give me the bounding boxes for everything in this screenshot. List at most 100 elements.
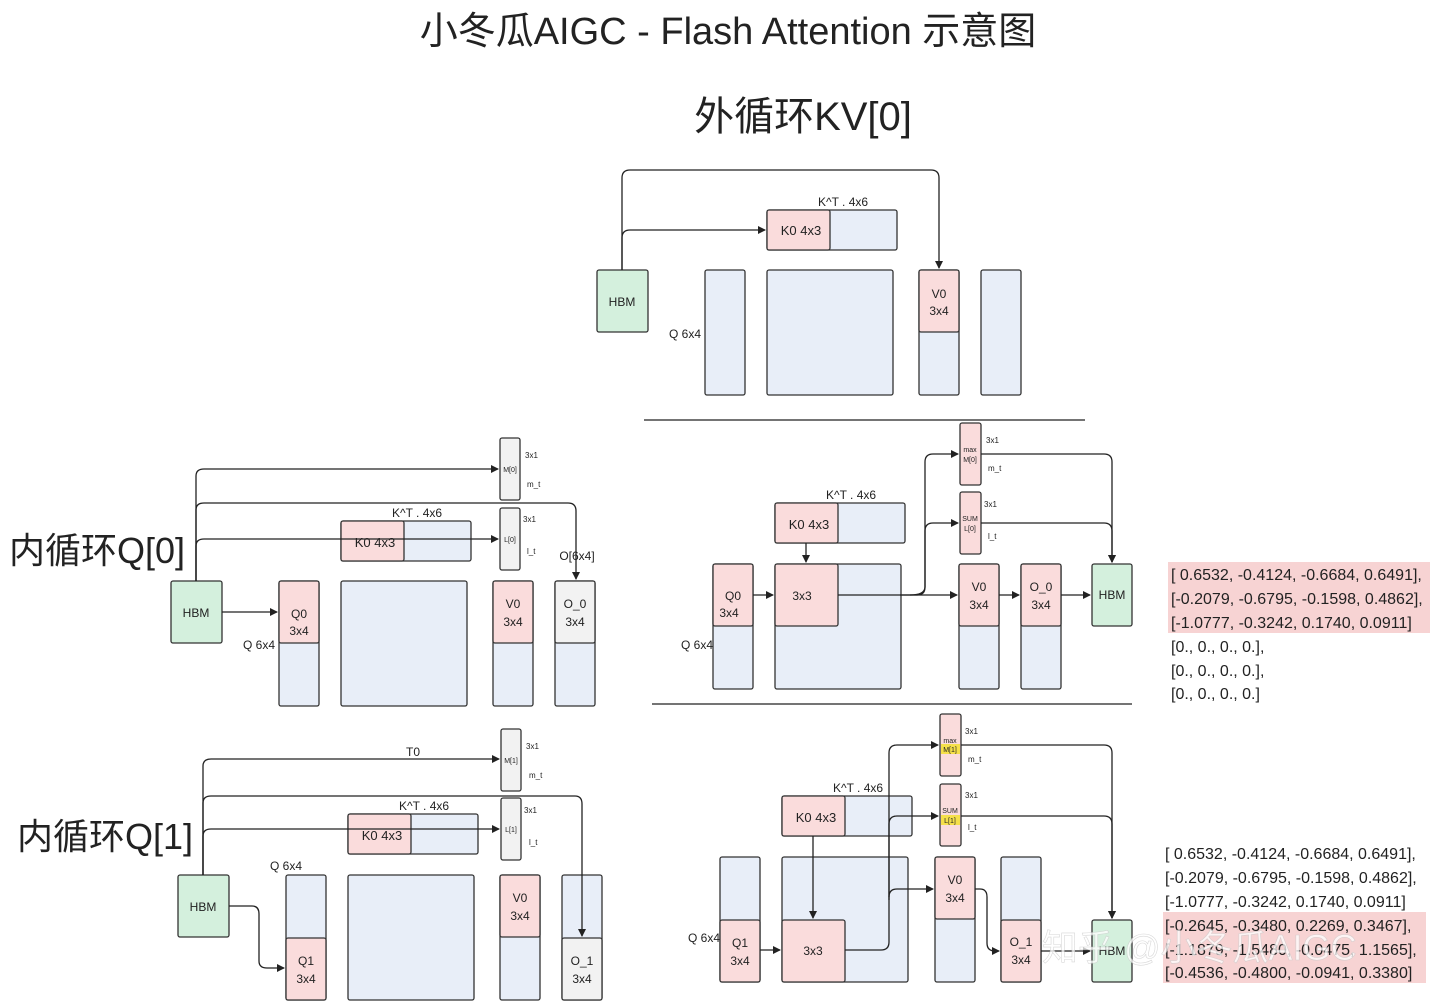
arrow-score-to-sum: [910, 523, 958, 595]
matrix-row: [0., 0., 0., 0.],: [1171, 639, 1264, 656]
k0-tile-label: K0 4x3: [789, 517, 829, 532]
v0-tile: [919, 270, 959, 332]
heading-inner-q1: 内循环Q[1]: [17, 816, 193, 857]
t0-label: T0: [406, 745, 420, 759]
v0-label: V0: [506, 597, 521, 611]
o-0-tile: [1021, 564, 1061, 626]
v0-label: V0: [932, 287, 947, 301]
m1-label: M[1]: [943, 747, 957, 754]
m-t-label: m_t: [529, 771, 543, 780]
o-1-size: 3x4: [1011, 953, 1031, 967]
arrow-v0-to-o1: [975, 889, 999, 951]
l1-size: 3x1: [965, 791, 978, 800]
q1-size: 3x4: [730, 954, 750, 968]
l0-label: L[0]: [964, 526, 976, 533]
m1-label: M[1]: [504, 758, 518, 765]
sum-label: SUM: [942, 808, 958, 815]
q0-label: Q0: [725, 589, 741, 603]
v0-size: 3x4: [510, 909, 530, 923]
m1-size: 3x1: [526, 742, 539, 751]
l0-label: L[0]: [504, 537, 516, 544]
v0-tile: [500, 875, 540, 937]
score-matrix: [767, 270, 893, 395]
l-t-label: l_t: [988, 532, 997, 541]
matrix-row: [-0.2079, -0.6795, -0.1598, 0.4862],: [1171, 591, 1423, 608]
heading-inner-q0: 内循环Q[0]: [9, 530, 185, 571]
o-1-label: O_1: [571, 954, 594, 968]
v0-size: 3x4: [929, 304, 949, 318]
o-0-label: O_0: [564, 597, 587, 611]
v0-tile: [959, 564, 999, 626]
v0-label: V0: [972, 580, 987, 594]
sum-l0-stat: [960, 492, 981, 554]
v0-size: 3x4: [945, 891, 965, 905]
q0-size: 3x4: [289, 624, 309, 638]
o-0-size: 3x4: [565, 615, 585, 629]
max-m0-stat: [960, 423, 981, 485]
inner-q0-compute-section: Q 6x4 Q0 3x4 3x3 K^T . 4x6 K0 4x3 V0 3x4…: [681, 423, 1132, 689]
o-0-label: O_0: [1030, 580, 1053, 594]
q-block: [705, 270, 745, 395]
q0-size: 3x4: [719, 606, 739, 620]
m-t-label: m_t: [988, 464, 1002, 473]
k0-tile-label: K0 4x3: [796, 810, 836, 825]
kt-block-label: K^T . 4x6: [818, 195, 868, 209]
v0-size: 3x4: [503, 615, 523, 629]
matrix-row: [ 0.6532, -0.4124, -0.6684, 0.6491],: [1165, 846, 1416, 863]
l-t-label: l_t: [527, 547, 536, 556]
o-1-tile: [562, 938, 602, 1000]
q1-tile: [720, 920, 760, 982]
matrix-row: [-1.0777, -0.3242, 0.1740, 0.0911]: [1165, 894, 1406, 911]
hbm-label: HBM: [190, 900, 217, 914]
score-tile-label: 3x3: [803, 944, 823, 958]
matrix-row: [0., 0., 0., 0.],: [1171, 663, 1264, 680]
l-t-label: l_t: [529, 838, 538, 847]
q0-label: Q0: [291, 607, 307, 621]
matrix-row: [-1.0777, -0.3242, 0.1740, 0.0911]: [1171, 615, 1412, 632]
v0-tile: [493, 581, 533, 643]
hbm-label: HBM: [183, 606, 210, 620]
output-matrix-q0: [ 0.6532, -0.4124, -0.6684, 0.6491], [-0…: [1168, 562, 1430, 703]
kt-block-label: K^T . 4x6: [399, 799, 449, 813]
m0-size: 3x1: [986, 436, 999, 445]
hbm-label: HBM: [609, 295, 636, 309]
v0-tile: [935, 857, 975, 919]
k0-tile-label: K0 4x3: [355, 535, 395, 550]
q1-label: Q1: [298, 954, 314, 968]
q-block-label: Q 6x4: [243, 638, 275, 652]
arrow-score-to-max: [900, 454, 958, 595]
l1-label: L[1]: [505, 827, 517, 834]
heading-outer-loop: 外循环KV[0]: [694, 95, 912, 139]
m-t-label: m_t: [527, 480, 541, 489]
kt-block-label: K^T . 4x6: [833, 781, 883, 795]
o-0-size: 3x4: [1031, 598, 1051, 612]
q-block-label: Q 6x4: [681, 638, 713, 652]
watermark: 知乎 @小冬瓜AIGC: [1042, 927, 1357, 968]
l1-label: L[1]: [944, 818, 956, 825]
v0-size: 3x4: [969, 598, 989, 612]
sum-label: SUM: [962, 516, 978, 523]
score-matrix: [348, 875, 474, 1000]
m1-size: 3x1: [965, 727, 978, 736]
max-label: max: [963, 447, 977, 454]
l0-size: 3x1: [523, 515, 536, 524]
l-t-label: l_t: [968, 823, 977, 832]
q1-label: Q1: [732, 936, 748, 950]
o-1-tile: [1001, 920, 1041, 982]
arrow-hbm-to-q1: [229, 906, 284, 968]
o-0-tile: [555, 581, 595, 643]
q-block-label: Q 6x4: [270, 859, 302, 873]
matrix-row: [-0.2079, -0.6795, -0.1598, 0.4862],: [1165, 870, 1417, 887]
q-block-label: Q 6x4: [669, 327, 701, 341]
q-block-label: Q 6x4: [688, 931, 720, 945]
k0-tile-label: K0 4x3: [362, 828, 402, 843]
score-tile-label: 3x3: [792, 589, 812, 603]
l1-size: 3x1: [524, 806, 537, 815]
page-title: 小冬瓜AIGC - Flash Attention 示意图: [420, 11, 1037, 53]
o-block: [981, 270, 1021, 395]
q1-tile: [286, 938, 326, 1000]
kt-block-label: K^T . 4x6: [826, 488, 876, 502]
l0-size: 3x1: [984, 500, 997, 509]
k0-tile-label: K0 4x3: [781, 223, 821, 238]
